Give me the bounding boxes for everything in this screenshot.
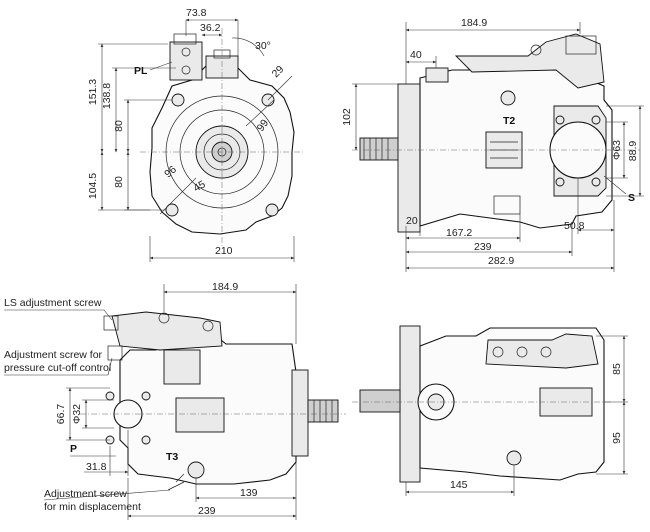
top-label-pc-line1: Adjustment screw for (4, 349, 103, 361)
front-pl-cap (173, 33, 197, 45)
side-valve-screw (530, 44, 542, 56)
top-side-block (163, 349, 201, 385)
top-label-md-line2: for min displacement (44, 501, 141, 513)
side-dim-40: 40 (410, 49, 422, 61)
side-dim-50-8: 50.8 (564, 220, 585, 232)
front-mount-hole-br (265, 203, 279, 217)
front-angle-arc (231, 37, 265, 57)
side-port-s-leader (603, 175, 627, 195)
front-dim-36-2: 36.2 (200, 22, 221, 34)
top-dim-239: 239 (198, 505, 216, 517)
top-view: LS adjustment screw Adjustment screw for… (4, 281, 346, 520)
bottom-dim-95: 95 (611, 432, 623, 444)
top-port-p: P (70, 443, 77, 455)
top-label-md-line1: Adjustment screw (44, 488, 127, 500)
front-pl-bolt (181, 65, 191, 75)
top-pc-screw (107, 345, 123, 361)
side-view: T2 S 184.9 40 102 Φ63 88.9 20 167.2 50.8 (341, 17, 644, 272)
top-dim-139: 139 (240, 487, 258, 499)
top-dim-31-8: 31.8 (86, 461, 107, 473)
top-shaft (307, 399, 339, 423)
top-port-t3: T3 (166, 451, 178, 463)
bottom-view: 85 95 145 (352, 325, 628, 496)
top-dim-phi-32: Φ32 (71, 404, 83, 424)
bottom-shaft (359, 389, 401, 413)
front-view: 73.8 36.2 30° PL 151.3 138.8 80 80 104.5… (87, 7, 304, 262)
side-top-port (425, 67, 449, 83)
top-t3-port (187, 461, 205, 479)
front-dim-210: 210 (215, 245, 233, 257)
top-control-valve (111, 311, 223, 351)
top-dim-66-7: 66.7 (55, 404, 67, 425)
front-dim-80b: 80 (113, 176, 125, 188)
top-dim-184-9: 184.9 (212, 281, 238, 293)
side-bottom-screw (493, 195, 521, 215)
side-dim-239: 239 (474, 241, 492, 253)
side-mount-flange (397, 83, 421, 233)
front-dim-30deg: 30° (255, 40, 271, 52)
front-mount-hole-tl (171, 93, 185, 107)
bottom-mount-flange (399, 325, 421, 483)
front-pl-port (181, 47, 191, 57)
top-label-ls: LS adjustment screw (4, 297, 102, 309)
top-md-screw (167, 473, 185, 491)
bottom-dim-85: 85 (611, 363, 623, 375)
side-dim-184-9: 184.9 (461, 17, 487, 29)
front-dim-73-8: 73.8 (186, 7, 207, 19)
front-dim-138-8: 138.8 (101, 83, 113, 109)
bottom-control-valve (485, 333, 599, 369)
front-dim-151-3: 151.3 (87, 79, 99, 105)
side-dim-phi-63: Φ63 (611, 140, 623, 160)
bottom-dim-145: 145 (450, 479, 468, 491)
front-dim-29: 29 (270, 63, 287, 80)
top-mount-flange (291, 369, 309, 457)
side-shaft (359, 137, 401, 161)
front-dim-45: 45 (192, 178, 208, 194)
side-dim-167-2: 167.2 (446, 227, 472, 239)
side-dim-282-9: 282.9 (488, 255, 514, 267)
front-dim-104-5: 104.5 (87, 173, 99, 199)
side-control-valve (454, 33, 605, 89)
front-dim-80a: 80 (113, 120, 125, 132)
front-port-pl-leader (149, 61, 173, 71)
side-t2-port (500, 90, 516, 106)
side-dim-88-9: 88.9 (627, 141, 639, 162)
top-label-plate (175, 397, 225, 433)
side-port-s: S (628, 192, 635, 204)
top-ls-screw (103, 315, 119, 331)
side-dim-102: 102 (341, 108, 353, 126)
bottom-drain-port (506, 450, 522, 466)
side-port-t2: T2 (503, 115, 515, 127)
side-valve-cap (565, 35, 597, 55)
front-port-pl: PL (134, 65, 148, 77)
side-dim-20: 20 (406, 215, 418, 227)
top-label-pc-line2: pressure cut-off control (4, 362, 111, 374)
